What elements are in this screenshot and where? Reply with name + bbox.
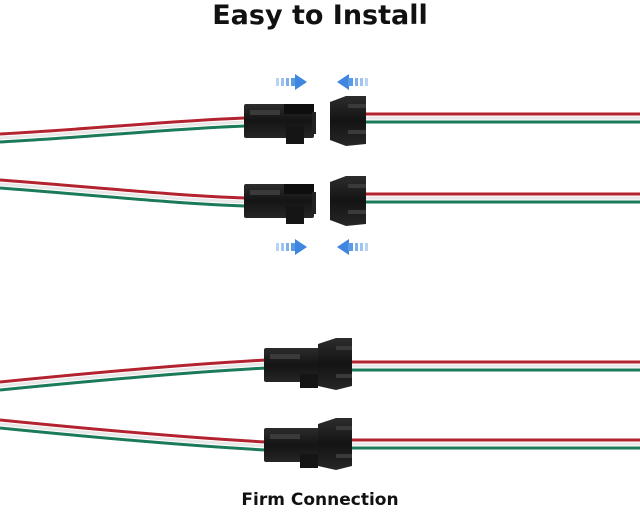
wire-right-bottom-1: [350, 360, 640, 372]
arrow-right-icon: [276, 74, 307, 90]
male-connector-top-1: [244, 104, 316, 144]
female-connector-top-1: [330, 96, 366, 146]
wire-left-top-2: [0, 178, 247, 208]
wire-left-top-1: [0, 116, 247, 144]
page-title: Easy to Install: [212, 0, 428, 31]
arrow-left-icon: [337, 239, 368, 255]
connected-connector-bottom-2: [264, 418, 352, 470]
arrow-right-icon: [276, 239, 307, 255]
caption: Firm Connection: [241, 490, 399, 510]
wire-left-bottom-1: [0, 358, 267, 392]
wire-right-top-2: [366, 192, 640, 204]
arrow-left-icon: [337, 74, 368, 90]
male-connector-top-2: [244, 184, 316, 224]
wire-right-bottom-2: [350, 438, 640, 450]
wire-left-bottom-2: [0, 418, 267, 452]
female-connector-top-2: [330, 176, 366, 226]
connected-connector-bottom-1: [264, 338, 352, 390]
wire-right-top-1: [366, 112, 640, 124]
